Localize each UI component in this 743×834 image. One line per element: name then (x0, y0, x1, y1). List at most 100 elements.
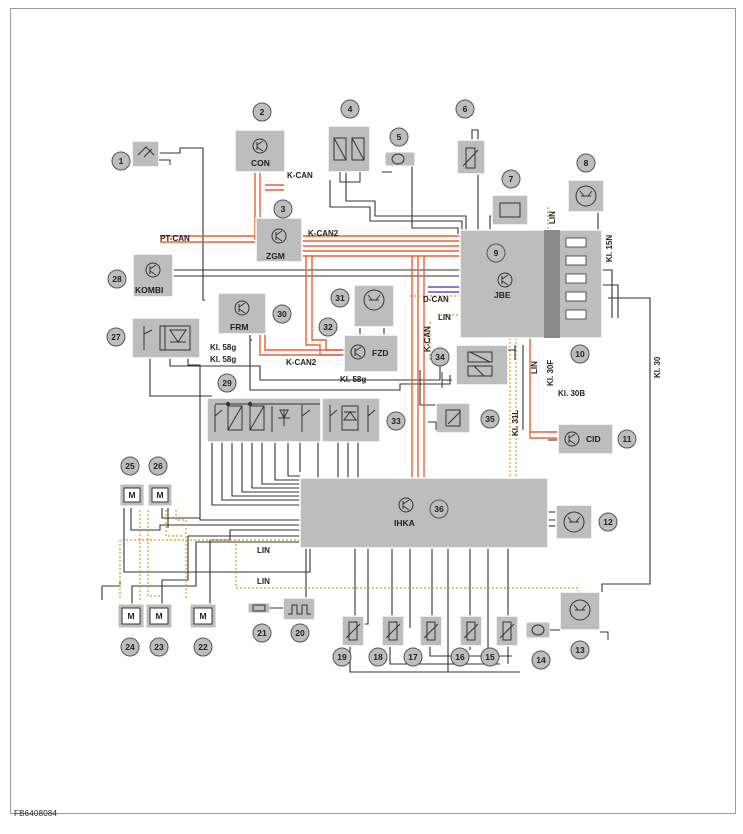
svg-text:1: 1 (119, 156, 124, 166)
svg-text:25: 25 (125, 461, 135, 471)
callout-8: 8 (576, 153, 596, 173)
sensor-18 (381, 615, 405, 647)
svg-text:M: M (156, 490, 163, 500)
sensor-boxes (341, 615, 519, 647)
callout-24: 24 (120, 637, 140, 657)
frm-label: FRM (230, 322, 248, 332)
diagram-frame (10, 8, 736, 814)
callout-3: 3 (273, 199, 293, 219)
fzd-module (343, 334, 399, 373)
component-1-box (131, 140, 160, 168)
con-label: CON (251, 158, 270, 168)
k-can2-label-bottom: K-CAN2 (286, 358, 317, 367)
component-5-box (384, 151, 416, 167)
lin-label-vertical-top: LIN (548, 211, 557, 224)
component-35-box (435, 402, 471, 434)
callout-27: 27 (106, 327, 126, 347)
callout-34: 34 (430, 347, 450, 367)
svg-text:22: 22 (198, 642, 208, 652)
svg-text:20: 20 (295, 628, 305, 638)
svg-text:14: 14 (536, 655, 546, 665)
lin-label-1: LIN (257, 546, 270, 555)
kl30f-label: Kl. 30F (546, 360, 555, 386)
kl30-label: Kl. 30 (653, 356, 662, 378)
callout-1: 1 (111, 151, 131, 171)
motor-22: M (189, 603, 217, 629)
svg-text:M: M (128, 490, 135, 500)
callout-31: 31 (330, 288, 350, 308)
component-13-box (559, 591, 601, 631)
jbe-label: JBE (494, 290, 511, 300)
callout-30: 30 (272, 304, 292, 324)
callout-5: 5 (389, 127, 409, 147)
callout-23: 23 (149, 637, 169, 657)
sensor-15 (495, 615, 519, 647)
svg-text:M: M (199, 611, 206, 621)
d-can-wire (428, 286, 460, 293)
svg-text:12: 12 (603, 517, 613, 527)
ihka-module (299, 477, 549, 549)
motor-26: M (147, 483, 173, 507)
d-can-label: D-CAN (423, 295, 449, 304)
module-labels: CON ZGM KOMBI FRM FZD JBE CID IHKA (135, 158, 601, 528)
svg-text:30: 30 (277, 309, 287, 319)
kl58g-label-1: Kl. 58g (210, 343, 236, 352)
k-can-label-top: K-CAN (287, 171, 313, 180)
k-can2-label-top: K-CAN2 (308, 229, 339, 238)
svg-text:34: 34 (435, 352, 445, 362)
callout-32: 32 (318, 317, 338, 337)
svg-text:31: 31 (335, 293, 345, 303)
component-14-box (525, 621, 551, 639)
component-4-box (327, 125, 371, 173)
callout-11: 11 (617, 429, 637, 449)
callout-7: 7 (501, 169, 521, 189)
module-boxes (131, 125, 614, 640)
callout-35: 35 (480, 409, 500, 429)
svg-text:28: 28 (112, 274, 122, 284)
svg-text:23: 23 (154, 642, 164, 652)
svg-text:13: 13 (575, 645, 585, 655)
callout-10: 10 (570, 344, 590, 364)
k-can-label-vertical: K-CAN (423, 326, 432, 352)
svg-text:33: 33 (391, 416, 401, 426)
component-27-box (131, 317, 201, 359)
callout-6: 6 (455, 99, 475, 119)
motors: M M M M M (117, 483, 217, 629)
lin-label-2: LIN (257, 577, 270, 586)
callout-12: 12 (598, 512, 618, 532)
svg-text:7: 7 (509, 174, 514, 184)
component-7-box (491, 194, 529, 226)
can-bus-wires (160, 170, 558, 478)
motor-25: M (119, 483, 145, 507)
svg-text:17: 17 (408, 652, 418, 662)
zgm-module (255, 217, 303, 263)
motor-24: M (117, 603, 145, 629)
callout-20: 20 (290, 623, 310, 643)
component-34-box (455, 344, 509, 386)
svg-text:21: 21 (257, 628, 267, 638)
kl30b-label: Kl. 30B (558, 389, 585, 398)
callout-25: 25 (120, 456, 140, 476)
kombi-label: KOMBI (135, 285, 163, 295)
svg-text:5: 5 (397, 132, 402, 142)
callout-16: 16 (450, 647, 470, 667)
svg-text:19: 19 (337, 652, 347, 662)
sensor-17 (419, 615, 443, 647)
kl15n-label: Kl. 15N (605, 235, 614, 262)
component-20-box (282, 597, 316, 621)
lin-label-vertical-mid: LIN (530, 361, 539, 374)
component-31-box (353, 284, 395, 328)
callout-9: 9 (486, 243, 506, 263)
callout-22: 22 (193, 637, 213, 657)
kombi-module (132, 253, 174, 298)
controller-symbols (145, 138, 597, 621)
sensor-19 (341, 615, 365, 647)
svg-text:15: 15 (485, 652, 495, 662)
svg-text:9: 9 (494, 248, 499, 258)
figure-id: FB6408084 (14, 809, 58, 818)
lin-label-jbe: LIN (438, 313, 451, 322)
svg-text:M: M (127, 611, 134, 621)
kl58g-label-3: Kl. 58g (340, 375, 366, 384)
kl31l-label: Kl. 31L (511, 410, 520, 436)
